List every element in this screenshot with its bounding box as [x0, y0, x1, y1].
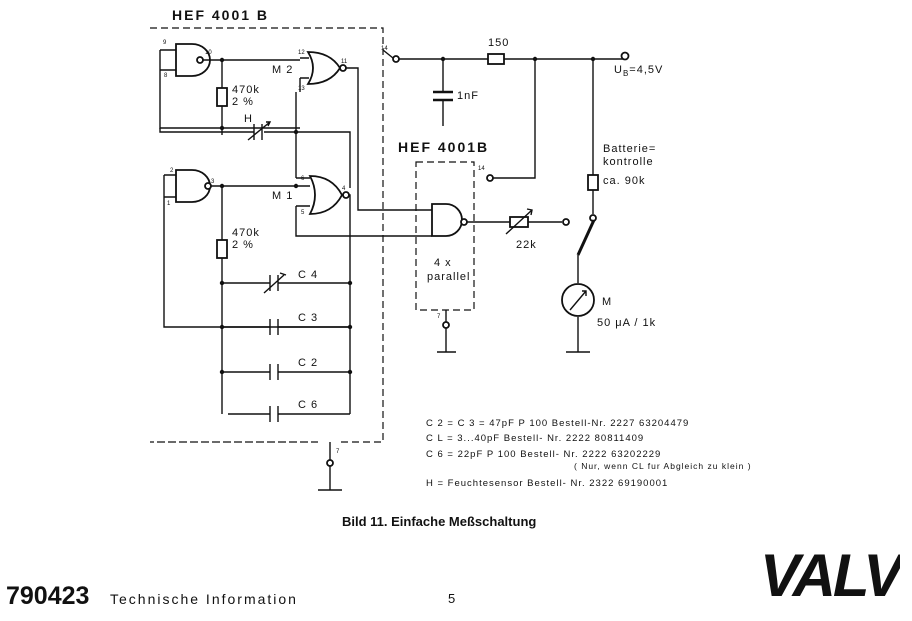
- pin-7-right-terminal: [442, 321, 450, 329]
- resistor-470k-top-tol: 2 %: [232, 96, 254, 108]
- note-line-1: C 2 = C 3 = 47pF P 100 Bestell-Nr. 2227 …: [426, 418, 689, 429]
- ic-right-boundary: [415, 161, 475, 311]
- supply-label: UB=4,5V: [614, 64, 663, 78]
- resistor-470k-mid-tol: 2 %: [232, 239, 254, 251]
- capacitor-c3: [269, 319, 279, 335]
- pin-14-right-terminal: [486, 174, 494, 182]
- valvo-logo: VALVO: [760, 542, 900, 602]
- nor-gate-m2: [306, 51, 347, 85]
- switch-lever: [576, 219, 596, 256]
- ic-left-title: HEF 4001 B: [172, 7, 269, 23]
- pin-14-right: 14: [478, 166, 485, 172]
- resistor-150-label: 150: [488, 37, 509, 49]
- nor-gate-g1: [175, 43, 211, 77]
- capacitor-1nf: [433, 90, 453, 102]
- pin-1: 1: [167, 201, 171, 207]
- resistor-470k-mid-label: 470k: [232, 227, 260, 239]
- note-line-4: ( Nur, wenn CL fur Abgleich zu klein ): [574, 461, 752, 471]
- potentiometer-22k-label: 22k: [516, 239, 537, 251]
- pin-14-left: 14: [381, 46, 388, 52]
- document-number: 790423: [6, 582, 90, 610]
- capacitor-c4: [263, 272, 287, 294]
- pin-4: 4: [342, 186, 346, 192]
- supply-terminal: [620, 51, 630, 61]
- pin-13: 13: [298, 86, 305, 92]
- pin-10: 10: [205, 50, 212, 56]
- note-line-5: H = Feuchtesensor Bestell- Nr. 2322 6919…: [426, 478, 668, 489]
- resistor-470k-top-label: 470k: [232, 84, 260, 96]
- capacitor-c2: [269, 364, 279, 380]
- capacitor-c3-label: C 3: [298, 312, 318, 324]
- battery-label-3: ca. 90k: [603, 175, 645, 187]
- document-title: Technische Information: [110, 591, 298, 607]
- sensor-h-label: H: [244, 113, 253, 125]
- pin-11: 11: [341, 59, 348, 65]
- pin-6: 6: [301, 176, 305, 182]
- switch-terminal-left: [562, 218, 570, 226]
- resistor-150: [487, 53, 505, 65]
- nor-gate-m1: [308, 175, 350, 215]
- nor-gate-g2: [175, 169, 212, 203]
- pin-8: 8: [164, 73, 168, 79]
- pin-2: 2: [170, 168, 174, 174]
- ic-right-title: HEF 4001B: [398, 139, 489, 155]
- resistor-470k-top: [216, 87, 228, 107]
- pin-12: 12: [298, 50, 305, 56]
- ic-left-boundary: [150, 27, 384, 443]
- figure-caption: Bild 11. Einfache Meßschaltung: [342, 514, 537, 529]
- pin-7-left-terminal: [326, 459, 334, 467]
- parallel-label-1: 4 x: [434, 257, 452, 269]
- pin-9: 9: [163, 40, 167, 46]
- battery-label-2: kontrolle: [603, 156, 654, 168]
- nor-gate-right: [431, 203, 468, 237]
- page-number: 5: [448, 591, 456, 606]
- meter-value: 50 μA / 1k: [597, 317, 656, 329]
- gate-label-m2: M 2: [272, 64, 293, 76]
- parallel-label-2: parallel: [427, 271, 470, 283]
- resistor-470k-mid: [216, 239, 228, 259]
- meter-label: M: [602, 296, 612, 308]
- svg-text:VALVO: VALVO: [760, 542, 900, 602]
- capacitor-1nf-label: 1nF: [457, 90, 479, 102]
- pin-7-right: 7: [437, 314, 441, 320]
- pin-3: 3: [211, 179, 215, 185]
- pin-7-left: 7: [336, 449, 340, 455]
- note-line-3: C 6 = 22pF P 100 Bestell- Nr. 2222 63202…: [426, 449, 661, 460]
- capacitor-c4-label: C 4: [298, 269, 318, 281]
- pin-14-left-terminal: [392, 55, 400, 63]
- capacitor-c6-label: C 6: [298, 399, 318, 411]
- resistor-battery-check: [587, 174, 599, 191]
- pin-5: 5: [301, 210, 305, 216]
- sensor-h-capacitor: [247, 121, 272, 141]
- capacitor-c6: [269, 406, 279, 422]
- capacitor-c2-label: C 2: [298, 357, 318, 369]
- battery-label-1: Batterie=: [603, 143, 656, 155]
- note-line-2: C L = 3...40pF Bestell- Nr. 2222 8081140…: [426, 433, 644, 444]
- gate-label-m1: M 1: [272, 190, 293, 202]
